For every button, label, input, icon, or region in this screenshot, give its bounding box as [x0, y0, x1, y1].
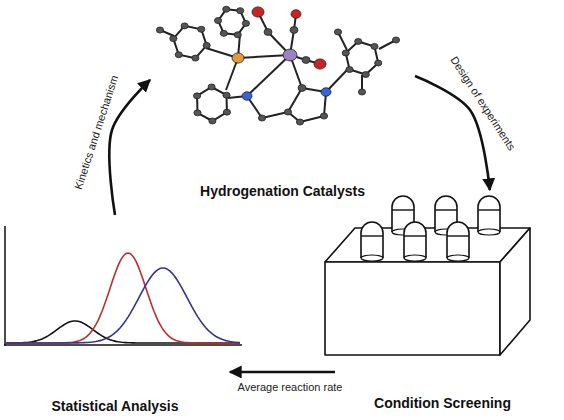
- vial-cap-line: [361, 235, 383, 236]
- carbon-atom: [242, 20, 249, 26]
- arrow-label: Kinetics and mechanism: [72, 71, 122, 192]
- carbon-atom: [214, 18, 221, 24]
- carbon-atom: [358, 89, 365, 95]
- phosphorus-atom: [232, 53, 244, 63]
- bond: [238, 55, 290, 58]
- carbon-atom: [296, 119, 303, 125]
- bond: [288, 88, 302, 112]
- carbon-atom: [208, 84, 215, 90]
- carbon-atom: [258, 115, 265, 121]
- carbon-atom: [203, 42, 210, 48]
- nitrogen-atom: [321, 88, 331, 97]
- block-top: [325, 228, 530, 262]
- carbon-atom: [334, 29, 341, 35]
- carbon-atom: [237, 8, 244, 14]
- carbon-atom: [346, 67, 353, 73]
- vial-well: [361, 255, 383, 261]
- arrow-label: Average reaction rate: [236, 381, 345, 394]
- cycle-arrow: [109, 80, 150, 215]
- carbon-atom: [223, 6, 230, 12]
- chart-axis: [4, 226, 6, 346]
- carbon-atom: [234, 32, 241, 38]
- bond: [247, 55, 290, 96]
- oxygen-atom: [291, 10, 301, 19]
- carbon-atom: [284, 109, 291, 115]
- manganese-atom: [283, 49, 297, 61]
- carbon-atom: [156, 27, 163, 33]
- carbon-atom: [302, 57, 310, 64]
- carbon-atom: [175, 52, 182, 58]
- carbon-atom: [362, 72, 369, 78]
- block-side: [500, 228, 530, 355]
- carbon-atom: [290, 27, 298, 34]
- catalyst-structure: [156, 6, 399, 125]
- carbon-atom: [193, 93, 200, 99]
- vial-cap-line: [435, 209, 457, 210]
- vial-cap-line: [447, 235, 469, 236]
- cycle-arrow: [230, 371, 335, 374]
- node-label: Condition Screening: [372, 394, 513, 412]
- carbon-atom: [220, 30, 227, 36]
- distribution-chart: [4, 226, 242, 346]
- carbon-atom: [223, 92, 230, 98]
- stage-node: Hydrogenation Catalysts: [150, 0, 415, 200]
- vials: [361, 196, 500, 261]
- nitrogen-atom: [242, 92, 252, 101]
- aryl-ring: [197, 87, 227, 121]
- carbon-atom: [320, 113, 327, 119]
- carbon-atom: [392, 37, 399, 43]
- vial-cap-line: [404, 235, 426, 236]
- vial-well: [404, 255, 426, 261]
- screening-block: [325, 196, 530, 355]
- block-front: [325, 262, 500, 355]
- node-label: Hydrogenation Catalysts: [198, 182, 367, 200]
- vial: [447, 222, 469, 258]
- carbon-atom: [192, 55, 199, 61]
- carbon-atom: [342, 50, 349, 56]
- distribution-curve: [6, 268, 240, 343]
- aryl-ring: [173, 26, 206, 58]
- vial: [478, 196, 500, 232]
- carbon-atom: [223, 109, 230, 115]
- carbon-atom: [264, 29, 272, 36]
- arrow-label: Design of experiments: [447, 52, 520, 154]
- carbon-atom: [170, 36, 177, 42]
- vial: [404, 222, 426, 258]
- carbon-atom: [355, 38, 362, 44]
- carbon-atom: [209, 118, 216, 124]
- vial-cap-line: [392, 209, 414, 210]
- carbon-atom: [198, 26, 205, 32]
- stage-node: Statistical Analysis: [0, 215, 230, 415]
- oxygen-atom: [252, 7, 264, 17]
- carbon-atom: [298, 85, 306, 92]
- oxygen-atom: [314, 59, 326, 69]
- carbon-atom: [194, 110, 201, 116]
- carbon-atom: [181, 23, 188, 29]
- node-label: Statistical Analysis: [49, 397, 180, 415]
- carbon-atom: [375, 60, 382, 66]
- vial-well: [447, 255, 469, 261]
- distribution-curve: [6, 253, 240, 343]
- vial-cap-line: [478, 209, 500, 210]
- vial: [361, 222, 383, 258]
- carbon-atom: [371, 43, 378, 49]
- aryl-ring: [346, 41, 378, 74]
- chart-axis: [4, 344, 242, 346]
- vial-well: [478, 229, 500, 235]
- stage-node: Condition Screening: [335, 190, 550, 412]
